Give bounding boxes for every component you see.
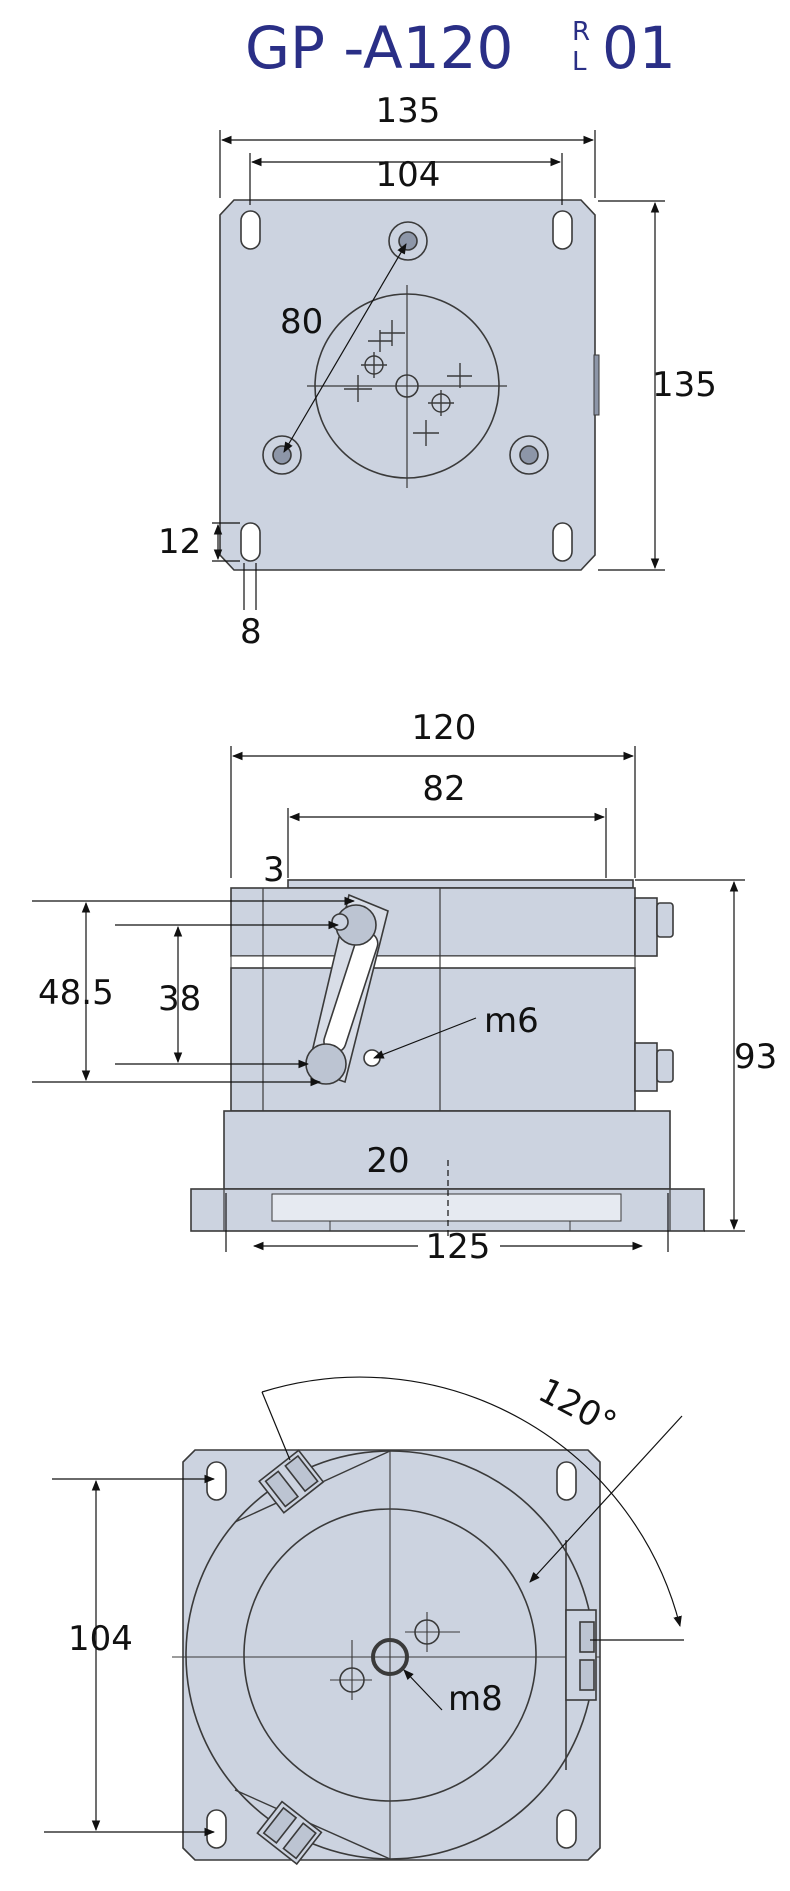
dim-bolt-circle: 80 xyxy=(280,302,323,342)
title-sup: R xyxy=(572,17,590,47)
center-thread-hole xyxy=(371,1638,409,1676)
clamp-block-lower xyxy=(256,1800,323,1866)
slot-br xyxy=(552,522,573,562)
bolt-hole-right xyxy=(509,435,549,475)
side-view xyxy=(190,879,705,1232)
top-view xyxy=(219,199,600,571)
thread-callout-m8: m8 xyxy=(448,1679,503,1719)
title-sub: L xyxy=(572,47,587,77)
right-lug-lower xyxy=(634,1042,658,1092)
dim-top-width: 135 xyxy=(376,91,441,131)
dim-top-width-side: 120 xyxy=(412,708,477,748)
slot-b-tr xyxy=(556,1461,577,1501)
dim-hole-spacing: 104 xyxy=(376,155,441,195)
side-tab xyxy=(593,354,600,416)
right-bolt-lower xyxy=(656,1049,674,1083)
slot-tl xyxy=(240,210,261,250)
dim-plate-thickness: 3 xyxy=(263,850,285,890)
top-view-dimensions xyxy=(212,130,665,610)
right-lug-upper xyxy=(634,897,658,957)
lower-block xyxy=(223,1110,671,1190)
dim-bottom-hole-spacing: 104 xyxy=(68,1619,133,1659)
bottom-view xyxy=(172,1449,601,1866)
dim-slot-width: 8 xyxy=(240,612,262,652)
dim-inner-height: 38 xyxy=(158,979,201,1019)
side-view-dimensions xyxy=(32,746,745,1252)
clamp-block-upper xyxy=(258,1449,325,1514)
right-bolt-upper xyxy=(656,902,674,938)
upper-block xyxy=(230,887,636,957)
top-cap-plate xyxy=(287,879,634,889)
dim-inner-width: 82 xyxy=(422,769,465,809)
dim-slot-length: 12 xyxy=(158,522,201,562)
gap-band xyxy=(230,955,636,969)
slot-b-tl xyxy=(206,1461,227,1501)
drawing-title: GP -A120 R L 01 xyxy=(245,14,676,82)
slot-bl xyxy=(240,522,261,562)
bottom-view-dimensions xyxy=(44,1376,684,1837)
dim-top-height: 135 xyxy=(652,365,717,405)
dim-base-width: 125 xyxy=(426,1227,491,1267)
middle-block xyxy=(230,967,636,1112)
slot-b-br xyxy=(556,1809,577,1849)
dim-base-step: 20 xyxy=(366,1141,409,1181)
dim-total-height: 93 xyxy=(734,1037,777,1077)
thread-callout-m6: m6 xyxy=(484,1001,539,1041)
slot-b-bl xyxy=(206,1809,227,1849)
title-suffix: 01 xyxy=(602,14,676,82)
dim-outer-height: 48.5 xyxy=(38,973,114,1013)
title-prefix: GP -A120 xyxy=(245,14,513,82)
slot-tr xyxy=(552,210,573,250)
base-recess xyxy=(271,1193,622,1222)
